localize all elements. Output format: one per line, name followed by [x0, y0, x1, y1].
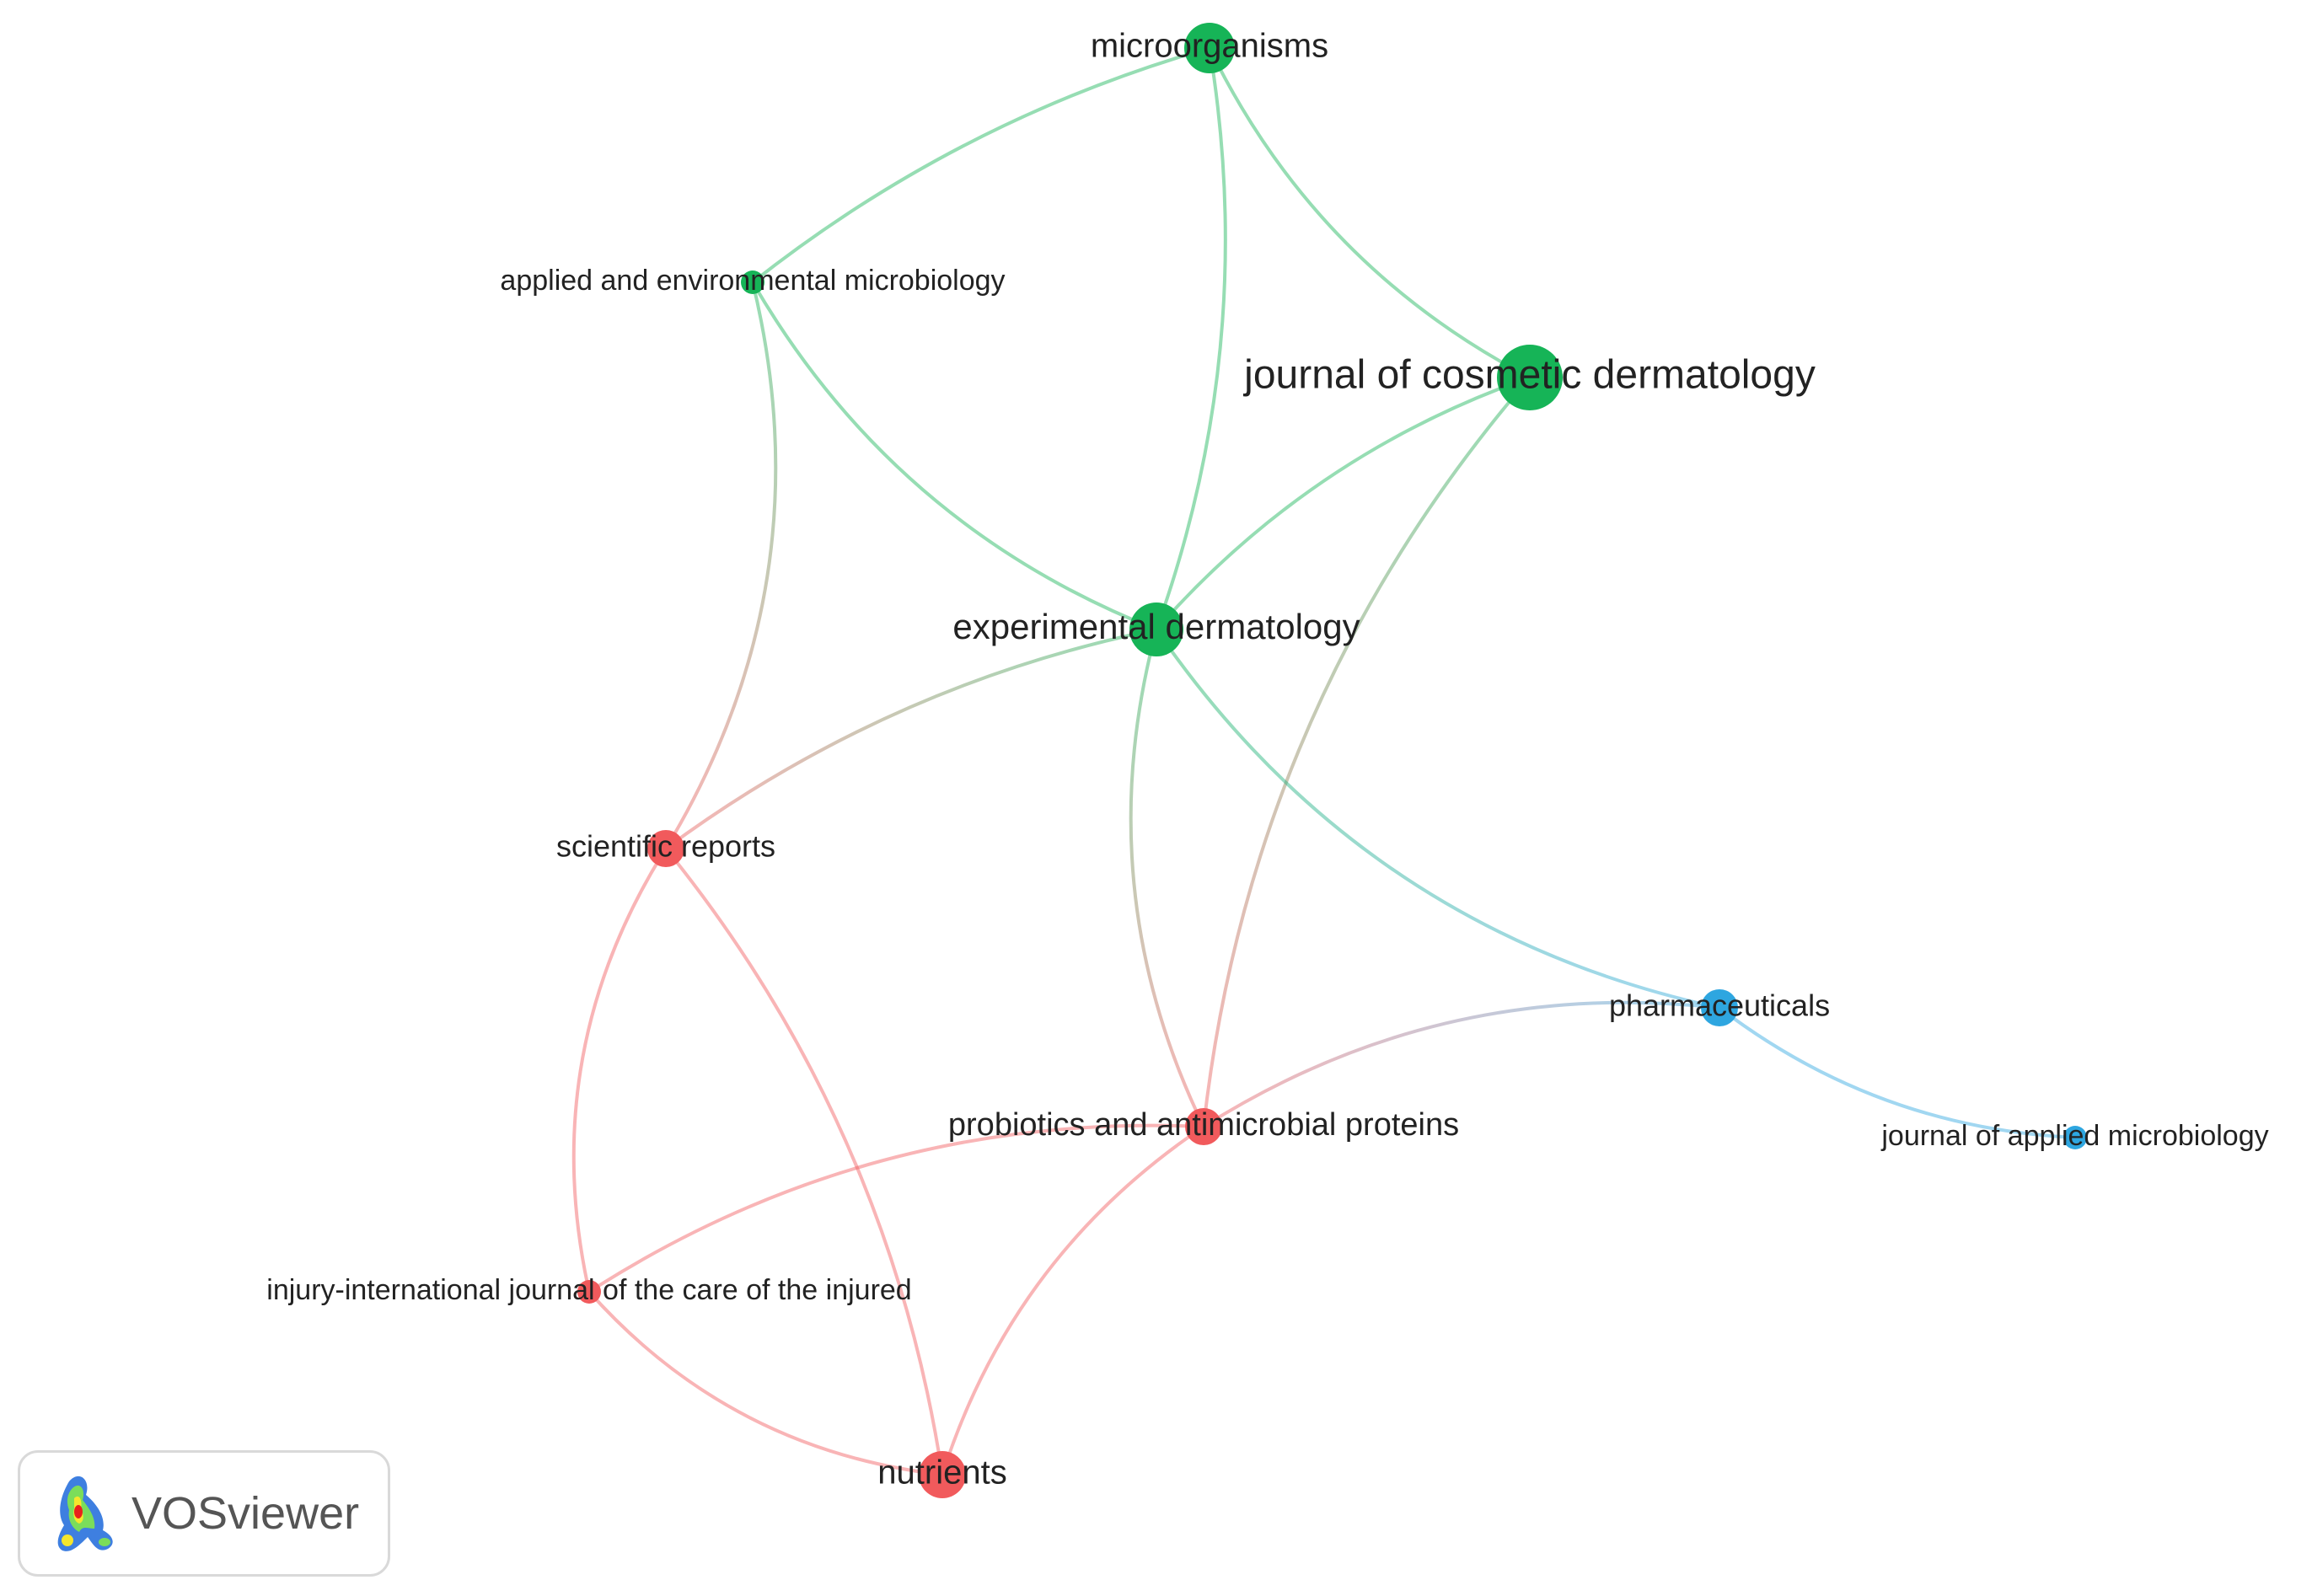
- links-layer: [571, 46, 2076, 1476]
- label-aem: applied and environmental microbiology: [500, 265, 1005, 297]
- link-aem-sr: [664, 281, 778, 850]
- label-pharm: pharmaceuticals: [1609, 988, 1830, 1023]
- label-jam: journal of applied microbiology: [1880, 1120, 2268, 1152]
- node-pharm[interactable]: [1701, 989, 1738, 1026]
- link-injury-nutrients: [587, 1290, 943, 1476]
- link-ed-pap: [1129, 629, 1205, 1127]
- link-pharm-jam: [1718, 1006, 2076, 1139]
- vosviewer-logo: VOSviewer: [18, 1450, 390, 1577]
- label-jcd: journal of cosmetic dermatology: [1242, 353, 1816, 398]
- vosviewer-logo-text: VOSviewer: [131, 1488, 360, 1539]
- label-pap: probiotics and antimicrobial proteins: [948, 1107, 1459, 1143]
- node-pap[interactable]: [1185, 1108, 1222, 1145]
- labels-layer: microorganisms applied and environmental …: [266, 28, 2268, 1492]
- link-pap-pharm: [1202, 1000, 1720, 1128]
- link-ed-sr: [664, 628, 1157, 850]
- node-nutrients[interactable]: [919, 1451, 966, 1498]
- link-jcd-ed: [1155, 376, 1531, 631]
- node-jam[interactable]: [2063, 1126, 2087, 1149]
- node-jcd[interactable]: [1497, 345, 1563, 410]
- link-pap-injury: [587, 1123, 1204, 1293]
- nodes-layer: [577, 23, 2087, 1498]
- node-microorganisms[interactable]: [1184, 23, 1235, 73]
- vosviewer-logo-icon: [57, 1475, 113, 1551]
- link-aem-ed: [751, 281, 1157, 631]
- label-nutrients: nutrients: [877, 1454, 1006, 1492]
- node-sr[interactable]: [647, 830, 684, 867]
- label-microorganisms: microorganisms: [1091, 28, 1328, 65]
- label-injury: injury-international journal of the care…: [266, 1274, 911, 1306]
- link-microorganisms-aem: [751, 46, 1210, 284]
- link-sr-injury: [571, 847, 668, 1293]
- link-sr-nutrients: [664, 847, 944, 1475]
- label-ed: experimental dermatology: [952, 607, 1360, 646]
- node-injury[interactable]: [577, 1280, 601, 1304]
- node-ed[interactable]: [1129, 603, 1183, 656]
- label-sr: scientific reports: [556, 829, 775, 864]
- link-microorganisms-ed: [1155, 47, 1227, 630]
- link-microorganisms-jcd: [1208, 47, 1531, 379]
- link-pap-nutrients: [941, 1125, 1205, 1475]
- link-jcd-pap: [1202, 376, 1531, 1127]
- link-ed-pharm: [1155, 628, 1720, 1010]
- node-aem[interactable]: [741, 270, 764, 294]
